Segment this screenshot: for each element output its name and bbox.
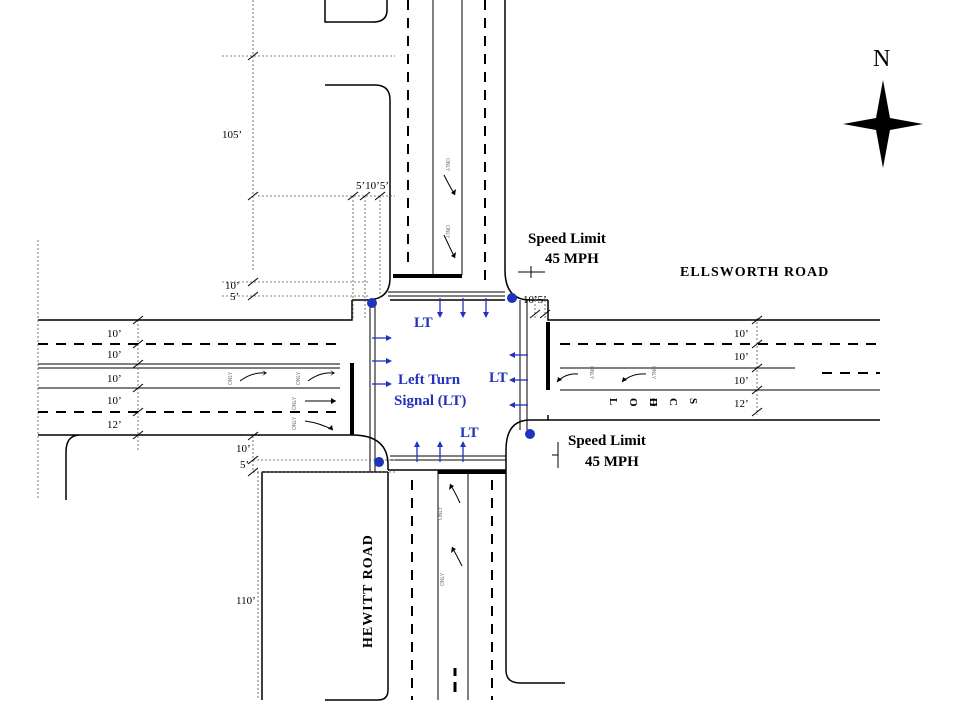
only-marking: ONLY xyxy=(438,506,444,520)
nw-setback-10-label: 10’ xyxy=(225,280,240,292)
east-signal-arrows xyxy=(509,352,528,408)
south-lt-label: LT xyxy=(460,425,479,441)
east-north-edge xyxy=(547,300,880,321)
only-marking: ONLY xyxy=(444,225,450,239)
school-letter: S xyxy=(687,398,699,404)
only-marking: ONLY xyxy=(588,366,594,380)
only-markings: ONLY ONLY ONLY ONLY ONLY ONLY ONLY ONLY … xyxy=(228,158,656,586)
road-edges xyxy=(38,0,880,701)
east-lane-label-4: 12’ xyxy=(734,398,749,410)
east-speed-sign-line2: 45 MPH xyxy=(585,454,639,470)
sw-setback-10-label: 10’ xyxy=(236,443,251,455)
ne-signal-pole-icon xyxy=(507,293,517,303)
west-lane-label-1: 10’ xyxy=(107,328,122,340)
ellsworth-road-label: ELLSWORTH ROAD xyxy=(680,265,829,280)
lane-arrows xyxy=(239,174,647,567)
sw-signal-pole-icon xyxy=(374,457,384,467)
ne-corner-curb xyxy=(504,0,548,301)
east-lane-label-3: 10’ xyxy=(734,375,749,387)
west-north-edge xyxy=(38,300,353,321)
only-marking: ONLY xyxy=(650,366,656,380)
south-leg-length-label: 110’ xyxy=(236,595,256,607)
school-letter: O xyxy=(647,398,659,407)
only-marking: ONLY xyxy=(292,396,298,410)
school-letter: C xyxy=(667,398,679,406)
north-leg-length-label: 105’ xyxy=(222,129,242,141)
sw-corner-curb xyxy=(80,434,389,470)
east-lane-label-1: 10’ xyxy=(734,328,749,340)
sw-west-curb xyxy=(38,434,81,500)
sw-setback-5-label: 5’ xyxy=(240,459,249,471)
north-speed-sign-line1: Speed Limit xyxy=(528,231,606,247)
school-letter: L xyxy=(607,398,619,405)
only-marking: ONLY xyxy=(444,158,450,172)
nw-signal-pole-icon xyxy=(367,298,377,308)
dimension-labels: 105’ 5’10’5’ 10’ 5’ 10’5’ 10’ 10’ 10’ 10… xyxy=(107,129,749,607)
school-letter: O xyxy=(627,398,639,407)
west-lane-label-5: 12’ xyxy=(107,419,122,431)
south-west-curb xyxy=(325,472,389,701)
hewitt-road-label: HEWITT ROAD xyxy=(361,534,376,648)
left-turn-signal-label-line1: Left Turn xyxy=(398,372,461,388)
nw-top-curb xyxy=(324,0,388,23)
ne-widths-label: 10’5’ xyxy=(523,294,547,306)
east-speed-sign: Speed Limit 45 MPH xyxy=(552,433,646,470)
dimension-lines xyxy=(37,0,758,700)
nw-setback-5-label: 5’ xyxy=(230,291,239,303)
west-lane-label-2: 10’ xyxy=(107,349,122,361)
north-signal-arrows xyxy=(437,298,489,318)
east-lane-label-2: 10’ xyxy=(734,351,749,363)
north-label: N xyxy=(873,46,890,72)
west-lane-label-4: 10’ xyxy=(107,395,122,407)
signal-arrows xyxy=(367,293,535,467)
only-marking: ONLY xyxy=(292,416,298,430)
se-corner-curb xyxy=(505,415,565,684)
north-speed-sign-line2: 45 MPH xyxy=(545,251,599,267)
dimension-ticks xyxy=(132,51,763,477)
east-speed-sign-line1: Speed Limit xyxy=(568,433,646,449)
south-signal-arrows xyxy=(414,441,466,462)
se-signal-pole-icon xyxy=(525,429,535,439)
east-lt-label: LT xyxy=(489,370,508,386)
west-signal-arrows xyxy=(372,335,392,387)
left-turn-signal-label-line2: Signal (LT) xyxy=(394,393,466,409)
only-marking: ONLY xyxy=(228,371,234,385)
north-speed-sign: Speed Limit 45 MPH xyxy=(518,231,606,278)
north-lt-label: LT xyxy=(414,315,433,331)
lane-lines xyxy=(38,0,880,700)
nw-corner-curb xyxy=(325,84,391,301)
north-crosswalk-widths-label: 5’10’5’ xyxy=(356,180,389,192)
north-compass-icon: N xyxy=(843,46,923,168)
only-marking: ONLY xyxy=(440,572,446,586)
only-marking: ONLY xyxy=(296,371,302,385)
school-letter: H xyxy=(647,398,659,407)
west-lane-label-3: 10’ xyxy=(107,373,122,385)
